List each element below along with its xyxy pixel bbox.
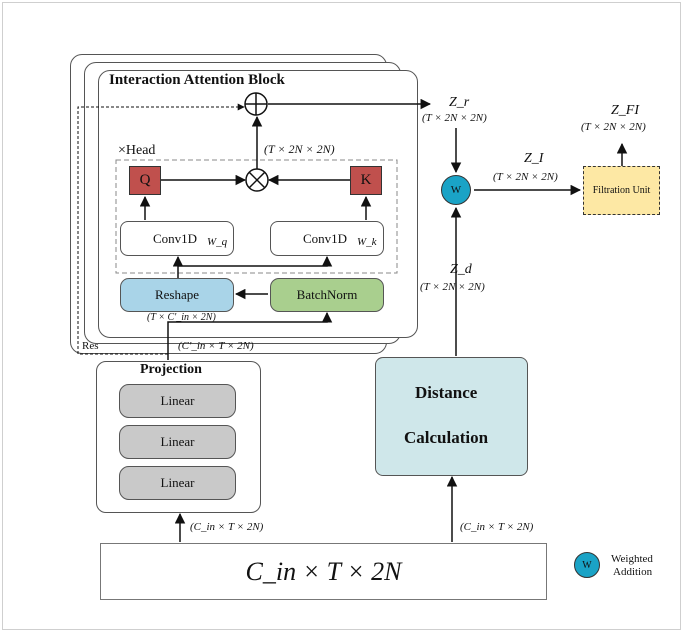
conv-q-block: Conv1D W_q: [120, 221, 234, 256]
conv-q-label: Conv1D: [153, 231, 198, 246]
reshape-block: Reshape: [120, 278, 234, 312]
dim-zfi: (T × 2N × 2N): [581, 121, 646, 133]
conv-k-block: Conv1D W_k: [270, 221, 384, 256]
q-block: Q: [129, 166, 161, 195]
linear-2: Linear: [119, 425, 236, 459]
wk-label: W_k: [357, 236, 377, 248]
conv-k-label: Conv1D: [303, 231, 348, 246]
legend-text-1: Weighted: [611, 553, 653, 565]
k-block: K: [350, 166, 382, 195]
dim-reshape: (T × C'_in × 2N): [147, 312, 216, 323]
dim-zi: (T × 2N × 2N): [493, 171, 558, 183]
zi-label: Z_I: [524, 151, 544, 166]
distance-label-1: Distance: [415, 383, 478, 402]
legend-w-icon: W: [574, 552, 600, 578]
zd-label: Z_d: [450, 262, 472, 277]
otimes-icon: [245, 168, 269, 192]
weighted-addition-node: W: [441, 175, 471, 205]
iab-title: Interaction Attention Block: [109, 72, 285, 88]
dim-proj-out: (C'_in × T × 2N): [178, 340, 254, 352]
dim-dist-in: (C_in × T × 2N): [460, 521, 534, 533]
arrow-projection-to-batchnorm: [167, 311, 333, 360]
input-box: C_in × T × 2N: [100, 543, 547, 600]
zfi-label: Z_FI: [611, 103, 639, 118]
res-label: Res: [82, 340, 99, 352]
distance-calculation-block: [375, 357, 528, 476]
arrow-reshape-to-convs: [177, 255, 333, 280]
batchnorm-block: BatchNorm: [270, 278, 384, 312]
res-dashed-path: [77, 103, 245, 355]
dim-zr: (T × 2N × 2N): [422, 112, 487, 124]
zr-label: Z_r: [449, 95, 470, 110]
oplus-icon: [244, 92, 268, 116]
dim-proj-in: (C_in × T × 2N): [190, 521, 264, 533]
filtration-unit-block: Filtration Unit: [583, 166, 660, 215]
legend-text-2: Addition: [613, 566, 653, 578]
dim-zd: (T × 2N × 2N): [420, 281, 485, 293]
head-label: ×Head: [118, 143, 156, 158]
dim-attn: (T × 2N × 2N): [264, 142, 335, 156]
projection-title: Projection: [140, 362, 202, 377]
wq-label: W_q: [207, 236, 228, 248]
linear-1: Linear: [119, 384, 236, 418]
linear-3: Linear: [119, 466, 236, 500]
distance-label-2: Calculation: [404, 428, 489, 447]
